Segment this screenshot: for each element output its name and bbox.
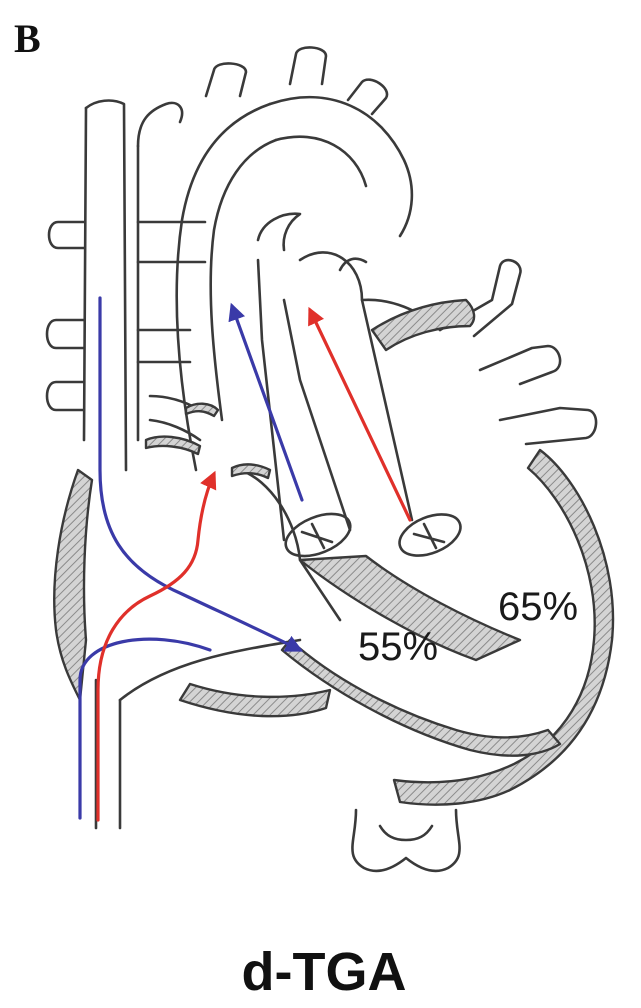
lv-saturation-label: 65%: [498, 585, 578, 629]
panel-label: B: [14, 16, 41, 61]
diagram-title: d-TGA: [242, 942, 407, 1002]
descending-aorta-base: [352, 810, 459, 871]
deoxygenated-flow: [80, 298, 302, 818]
right-atrium: [96, 470, 340, 828]
superior-vena-cava: [47, 101, 126, 470]
pulmonary-artery-branches: [138, 103, 205, 440]
rv-saturation-label: 55%: [358, 625, 438, 669]
pulmonary-veins: [440, 260, 596, 444]
great-artery-trunks: [258, 252, 466, 564]
